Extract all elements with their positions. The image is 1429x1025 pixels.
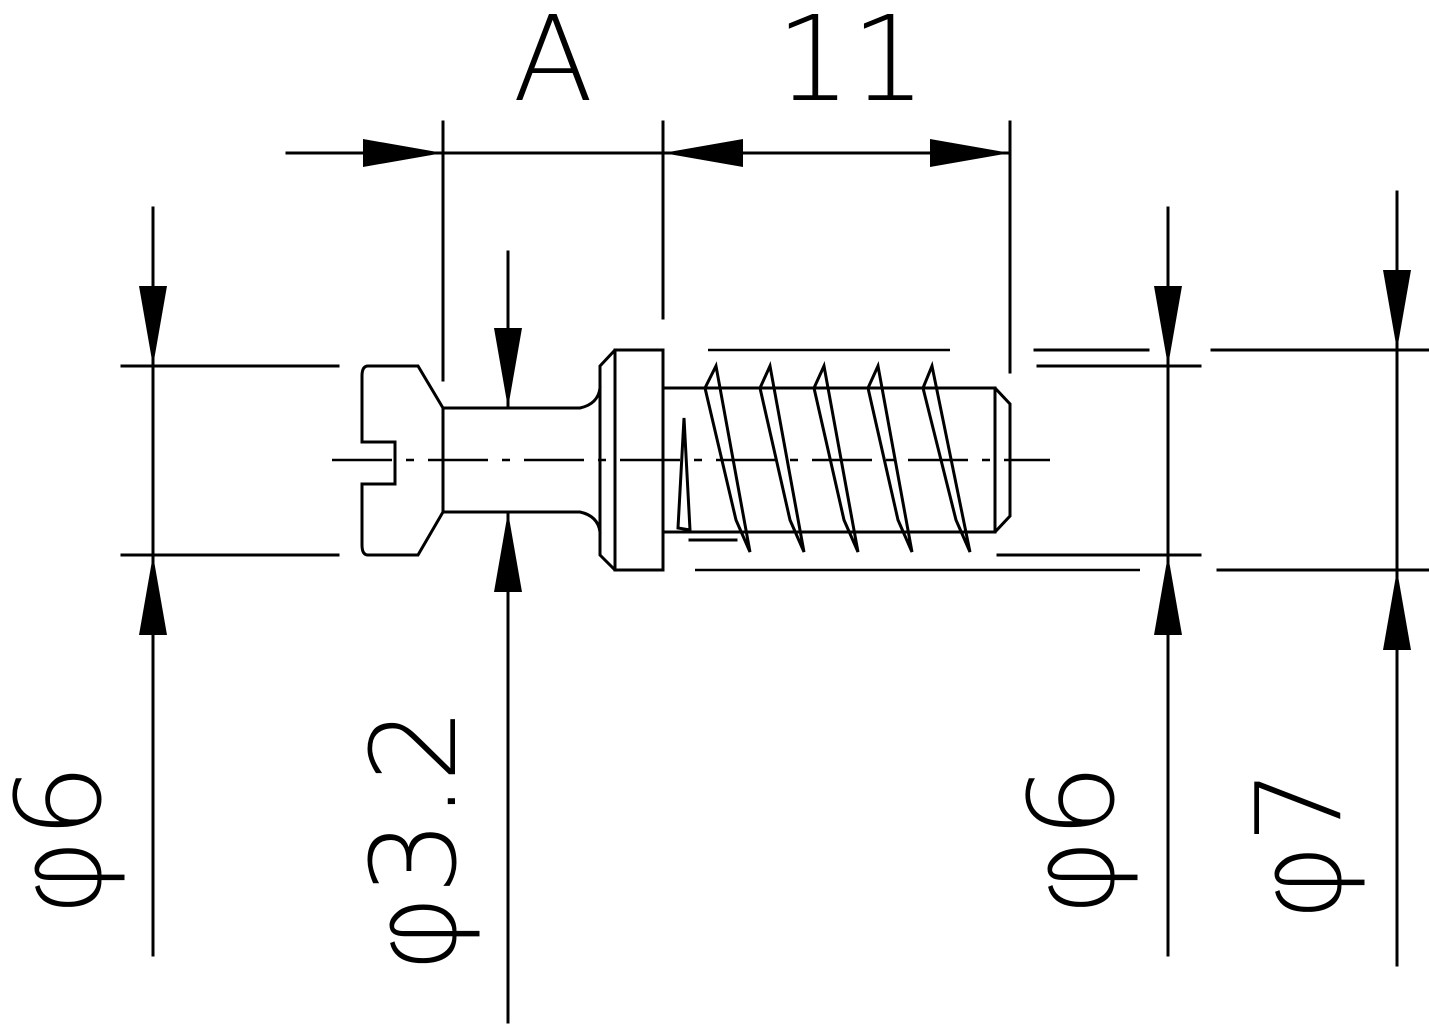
dimension-label-neck-dia: φ3.2 <box>345 707 483 973</box>
dimension-label-11: 11 <box>776 0 926 128</box>
arrow-11-right <box>930 139 1010 167</box>
dimension-neck-diameter: φ3.2 <box>345 250 522 1024</box>
dimension-thread-diameter: φ6 <box>996 206 1202 957</box>
dimension-label-collar-dia: φ7 <box>1230 769 1368 922</box>
screw-part <box>360 348 1140 572</box>
dimension-label-thread-dia: φ6 <box>1003 764 1141 917</box>
thread-flanks <box>676 360 972 553</box>
top-dimension-chain: A 11 <box>285 0 1012 382</box>
dimension-label-head-dia: φ6 <box>0 764 128 917</box>
dimension-collar-diameter: φ7 <box>1033 190 1429 967</box>
dimension-label-a: A <box>513 0 594 128</box>
arrow-11-left <box>663 139 743 167</box>
screw-head <box>360 364 445 557</box>
arrow-a-left <box>363 139 443 167</box>
dimension-head-diameter: φ6 <box>0 206 340 957</box>
